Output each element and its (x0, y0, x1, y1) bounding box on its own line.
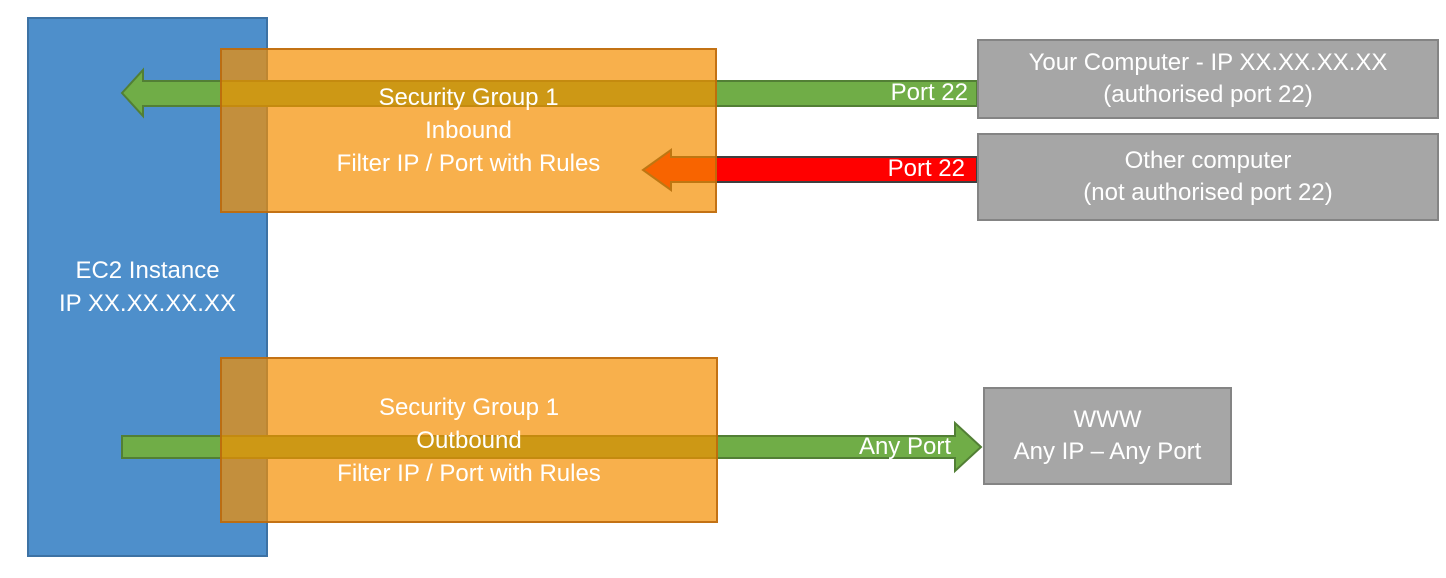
security-group-outbound-box: Security Group 1 Outbound Filter IP / Po… (220, 357, 718, 523)
inbound-allowed-port-label: Port 22 (890, 79, 968, 106)
ec2-instance-name: EC2 Instance (75, 257, 220, 284)
security-group-inbound-description: Filter IP / Port with Rules (336, 150, 601, 177)
www-box: WWW Any IP – Any Port (983, 387, 1232, 485)
security-group-outbound-description: Filter IP / Port with Rules (337, 459, 601, 487)
outbound-port-label: Any Port (858, 433, 951, 460)
other-computer-box: Other computer (not authorised port 22) (977, 133, 1439, 221)
your-computer-title: Your Computer - IP XX.XX.XX.XX (1028, 49, 1388, 76)
security-group-outbound-direction: Outbound (416, 426, 522, 454)
other-computer-title: Other computer (1124, 147, 1292, 174)
www-note: Any IP – Any Port (1013, 438, 1202, 465)
security-group-inbound-direction: Inbound (425, 117, 512, 144)
ec2-instance-ip: IP XX.XX.XX.XX (59, 290, 236, 317)
www-title: WWW (1073, 406, 1142, 433)
your-computer-box: Your Computer - IP XX.XX.XX.XX (authoris… (977, 39, 1439, 119)
inbound-blocked-port-label: Port 22 (887, 155, 965, 182)
your-computer-note: (authorised port 22) (1103, 81, 1313, 108)
security-group-inbound-title: Security Group 1 (378, 84, 559, 111)
security-group-outbound-title: Security Group 1 (378, 393, 560, 421)
other-computer-note: (not authorised port 22) (1083, 179, 1333, 206)
security-group-inbound-box: Security Group 1 Inbound Filter IP / Por… (220, 48, 717, 213)
